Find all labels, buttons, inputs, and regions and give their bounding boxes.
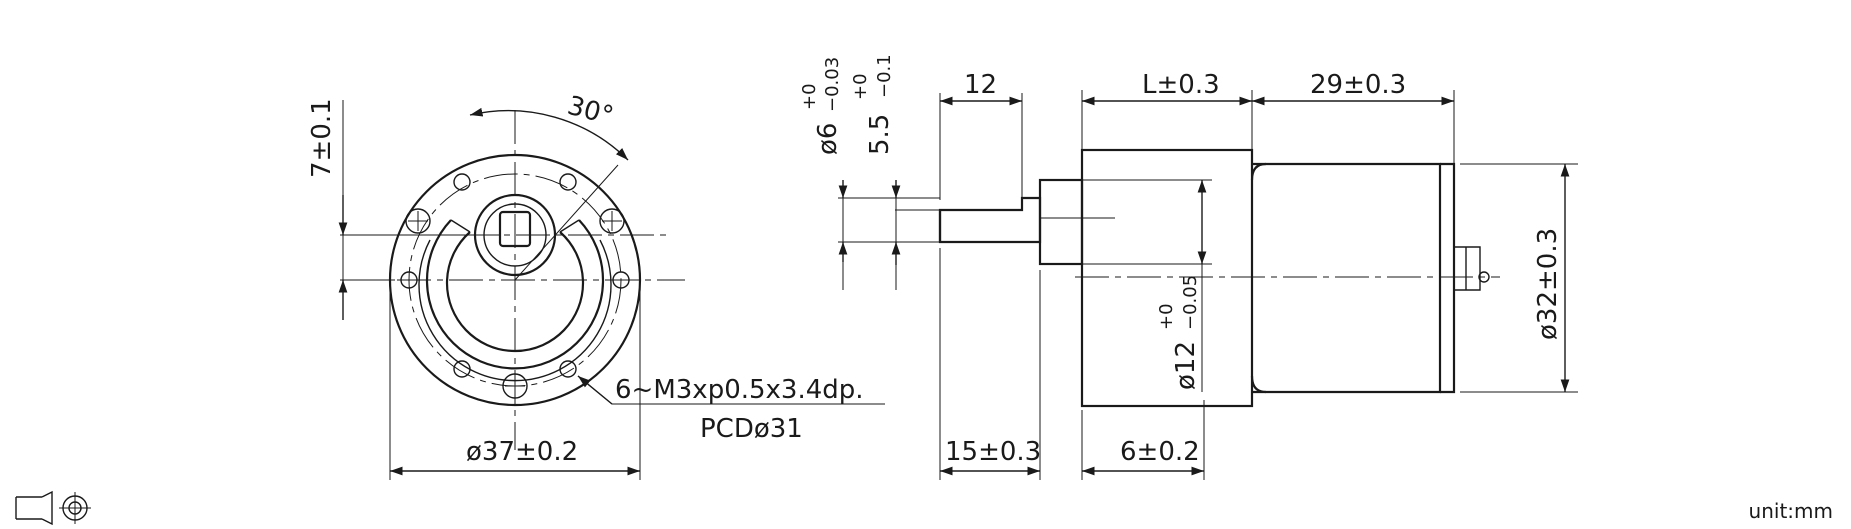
unit-label: unit:mm — [1748, 499, 1833, 523]
motor-length-label: 29±0.3 — [1310, 70, 1406, 100]
flat-label: 5.5 — [865, 114, 895, 155]
boss-length-label: 6±0.2 — [1120, 437, 1200, 467]
side-view: ø6 +0 −0.03 5.5 +0 −0.1 12 L±0.3 29±0.3 … — [799, 54, 1578, 480]
flat-tol-lower: −0.1 — [874, 54, 895, 98]
flat-tol-upper: +0 — [850, 73, 871, 100]
gearbox-length-label: L±0.3 — [1142, 70, 1220, 100]
shaft-diameter-label: ø6 — [813, 123, 843, 155]
height-dim-label: 7±0.1 — [307, 98, 337, 178]
boss-tol-lower: −0.05 — [1180, 275, 1201, 330]
angle-label: 30° — [564, 91, 616, 132]
boss-diameter-label: ø12 — [1171, 341, 1201, 390]
mount-holes-label: 6~M3xp0.5x3.4dp. — [615, 375, 864, 405]
pcd-label: PCDø31 — [700, 414, 803, 444]
boss-tol-upper: +0 — [1156, 303, 1177, 330]
third-angle-projection-icon — [15, 490, 91, 526]
motor-diameter-label: ø32±0.3 — [1533, 228, 1563, 340]
shaft-extension-label: 15±0.3 — [945, 437, 1041, 467]
mount-hole — [599, 208, 625, 234]
mount-hole — [405, 208, 431, 234]
shaft-diameter-tol-lower: −0.03 — [822, 57, 843, 112]
front-view: 30° 7±0.1 6~M3xp0.5x3.4dp. PCDø31 ø37±0.… — [307, 91, 885, 480]
shaft-diameter-tol-upper: +0 — [799, 83, 820, 110]
shaft-length-label: 12 — [964, 70, 997, 100]
flange-diameter-label: ø37±0.2 — [466, 437, 578, 467]
